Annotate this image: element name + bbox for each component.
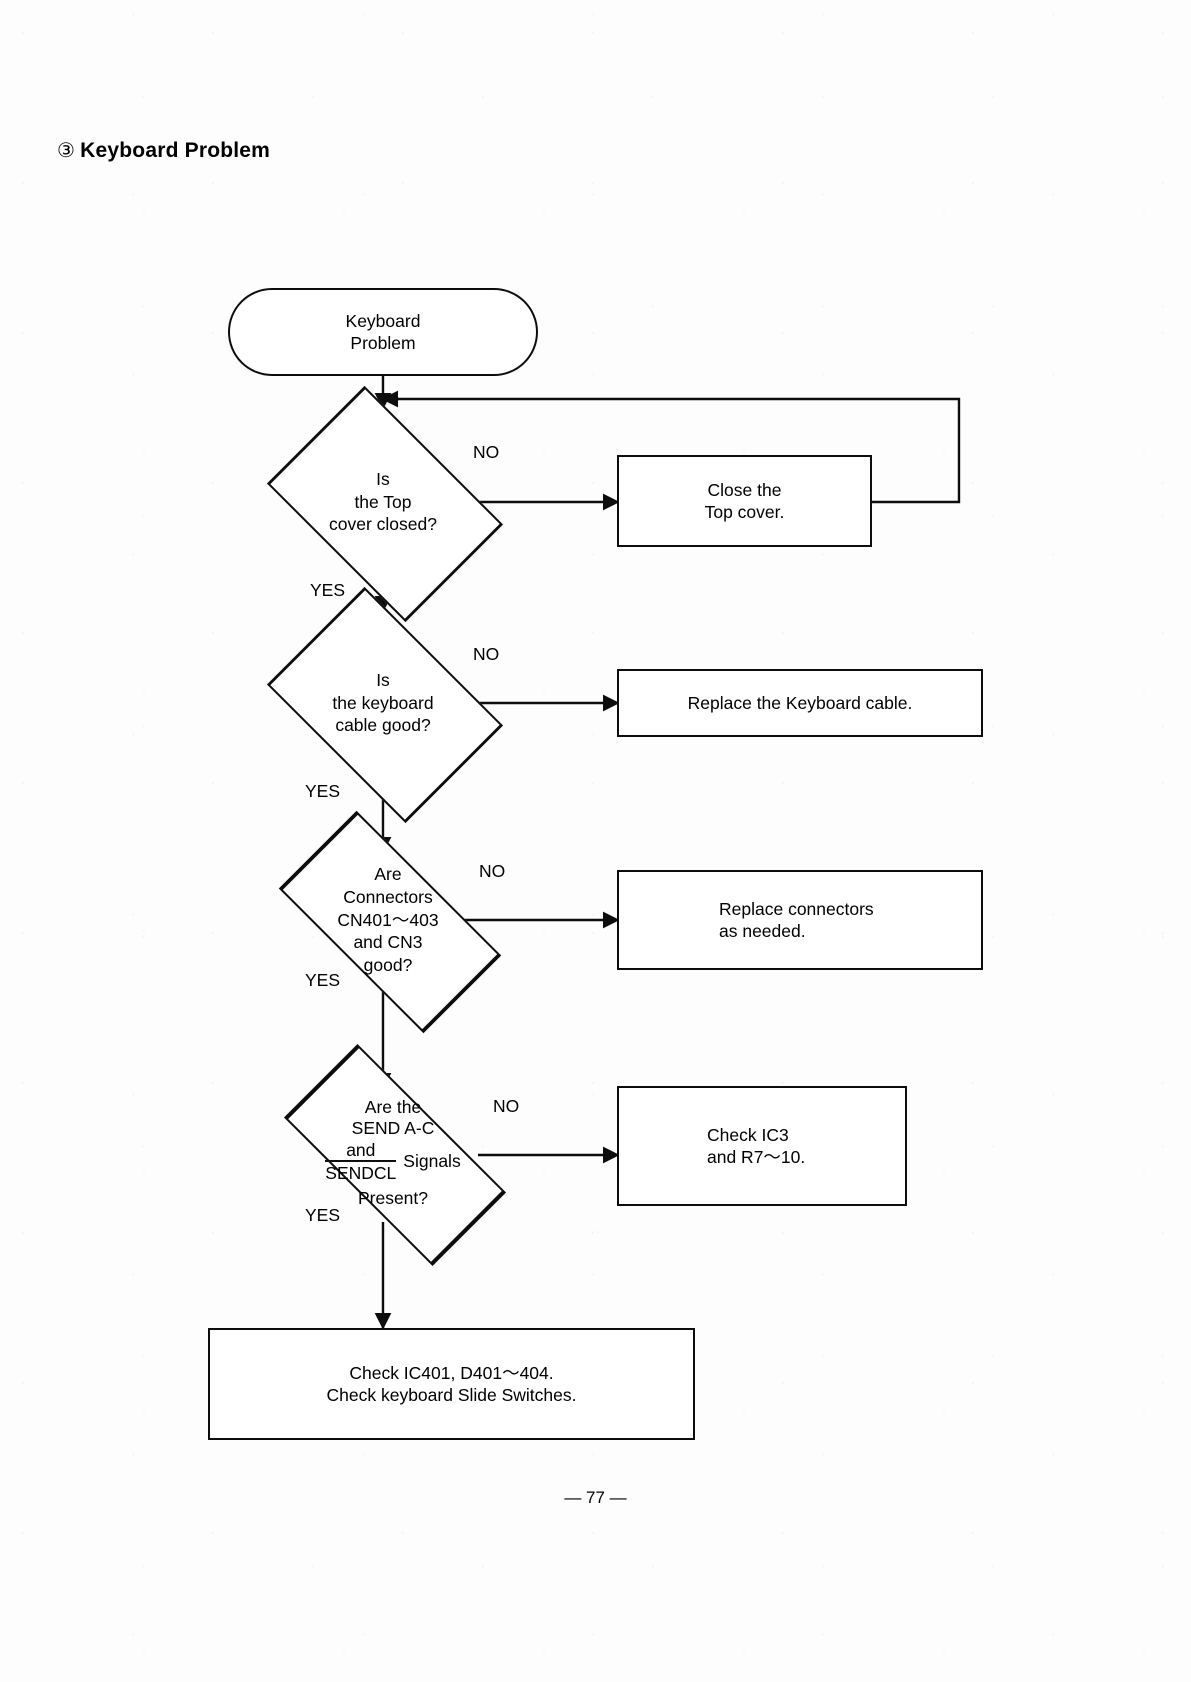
branch-label-d4-yes: YES	[305, 1205, 341, 1225]
branch-label-d2-no: NO	[473, 644, 500, 664]
node-start-keyboard-problem[interactable]: Keyboard Problem	[228, 288, 538, 376]
node-decision-send-signals-label: Are the SEND A-C and SENDCL Signals Pres…	[248, 1082, 538, 1224]
node-process-check-ic401-label: Check IC401, D401～404. Check keyboard Sl…	[326, 1362, 577, 1405]
decision-send-line2: SEND A-C	[351, 1118, 435, 1139]
branch-label-d3-yes: YES	[305, 970, 341, 990]
branch-label-d3-no: NO	[479, 861, 506, 881]
decision-send-sendcl: SENDCL	[325, 1160, 397, 1184]
branch-label-d1-yes: YES	[310, 580, 346, 600]
node-process-check-ic3[interactable]: Check IC3 and R7～10.	[617, 1086, 907, 1206]
branch-label-d1-no: NO	[473, 442, 500, 462]
decision-send-line3: and SENDCL Signals	[325, 1139, 461, 1184]
node-decision-connectors[interactable]: Are Connectors CN401～403 and CN3 good?	[248, 810, 528, 1034]
node-process-check-ic3-label: Check IC3 and R7～10.	[707, 1124, 806, 1167]
decision-send-and: and	[346, 1139, 376, 1160]
node-decision-connectors-label: Are Connectors CN401～403 and CN3 good?	[337, 864, 439, 976]
node-process-replace-keyboard-cable[interactable]: Replace the Keyboard cable.	[617, 669, 983, 737]
page-title-text: Keyboard Problem	[80, 139, 271, 162]
decision-send-line4: Present?	[357, 1187, 429, 1208]
node-process-close-top-cover[interactable]: Close the Top cover.	[617, 455, 872, 547]
decision-send-signals-word: Signals	[403, 1151, 461, 1171]
node-process-replace-keyboard-cable-label: Replace the Keyboard cable.	[687, 692, 913, 713]
decision-send-line1: Are the	[364, 1096, 422, 1117]
node-decision-send-signals[interactable]: Are the SEND A-C and SENDCL Signals Pres…	[248, 1043, 538, 1267]
branch-label-d2-yes: YES	[305, 781, 341, 801]
node-process-close-top-cover-label: Close the Top cover.	[704, 479, 785, 522]
section-marker: ③	[57, 140, 76, 162]
node-decision-top-cover[interactable]: Is the Top cover closed?	[248, 385, 518, 623]
branch-label-d4-no: NO	[493, 1096, 520, 1116]
page-footer: — 77 —	[564, 1488, 627, 1507]
node-process-replace-connectors-label: Replace connectors as needed.	[719, 898, 874, 941]
signal-overline-stack: and SENDCL	[325, 1139, 397, 1184]
node-decision-top-cover-label: Is the Top cover closed?	[329, 468, 437, 535]
node-process-check-ic401[interactable]: Check IC401, D401～404. Check keyboard Sl…	[208, 1328, 695, 1440]
node-process-replace-connectors[interactable]: Replace connectors as needed.	[617, 870, 983, 970]
node-decision-keyboard-cable-label: Is the keyboard cable good?	[332, 669, 434, 736]
node-start-label: Keyboard Problem	[345, 310, 421, 353]
node-decision-keyboard-cable[interactable]: Is the keyboard cable good?	[248, 586, 518, 824]
